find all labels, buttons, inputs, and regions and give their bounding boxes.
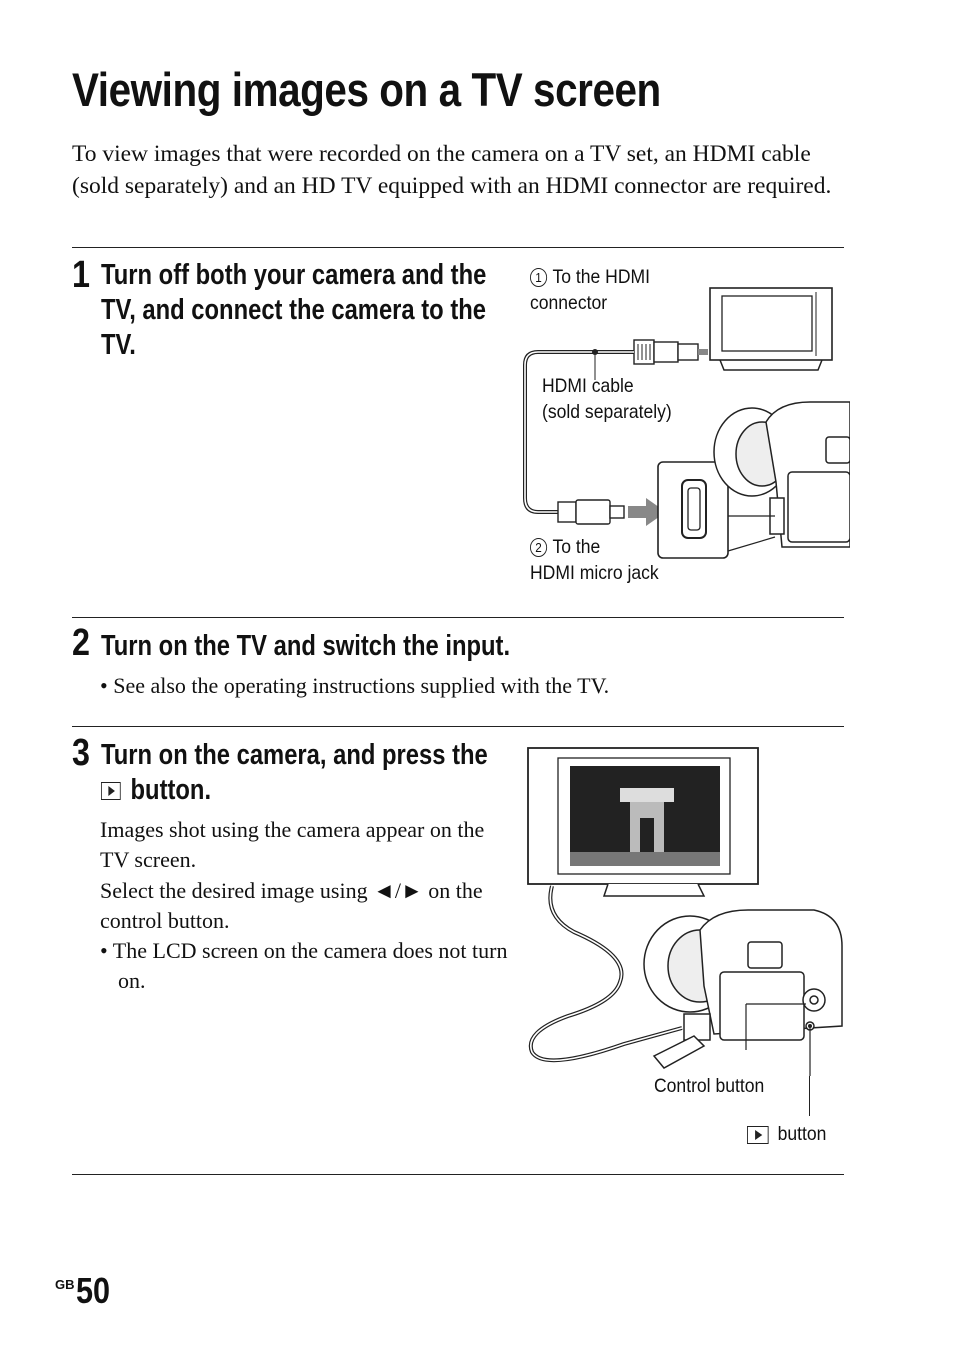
divider-bottom	[72, 1174, 844, 1175]
label-hdmi-cable-2: (sold separately)	[542, 401, 672, 423]
hdmi-plug-icon	[633, 339, 699, 365]
step-3-body-1: Images shot using the camera appear on t…	[100, 817, 485, 872]
divider-top	[72, 247, 844, 248]
step-3-number: 3	[72, 732, 90, 774]
label-tv-connector-2: connector	[530, 292, 608, 314]
hdmi-connection-diagram	[523, 287, 850, 559]
play-button-leader	[809, 1076, 810, 1116]
hdmi-micro-plug-icon	[557, 499, 625, 525]
camera-icon	[713, 401, 850, 548]
step-3-note: • The LCD screen on the camera does not …	[100, 938, 508, 993]
step-1-number: 1	[72, 254, 90, 296]
tv-icon	[709, 287, 833, 371]
playback-button-icon	[747, 1125, 769, 1144]
step-2-number: 2	[72, 622, 90, 664]
step-2-note: • See also the operating instructions su…	[100, 673, 610, 698]
tv-playback-diagram	[527, 747, 843, 1076]
camera-icon	[643, 909, 843, 1069]
step-2-heading: Turn on the TV and switch the input.	[101, 630, 511, 662]
hdmi-micro-jack-icon	[657, 461, 729, 559]
page-title: Viewing images on a TV screen	[72, 63, 661, 116]
page-number: GB50	[55, 1270, 110, 1311]
label-control-button: Control button	[654, 1075, 765, 1097]
label-micro-jack-2: HDMI micro jack	[530, 562, 659, 584]
intro-paragraph: To view images that were recorded on the…	[72, 141, 832, 199]
divider-step2	[72, 617, 844, 618]
divider-step3	[72, 726, 844, 727]
playback-button-icon	[101, 782, 121, 801]
step-3-body-2: Select the desired image using ◄/► on th…	[100, 878, 483, 933]
step-1-heading: Turn off both your camera and the TV, an…	[101, 259, 487, 361]
tv-icon	[527, 747, 759, 897]
label-play-button: button	[747, 1121, 826, 1147]
label-hdmi-cable: HDMI cable	[542, 375, 634, 397]
